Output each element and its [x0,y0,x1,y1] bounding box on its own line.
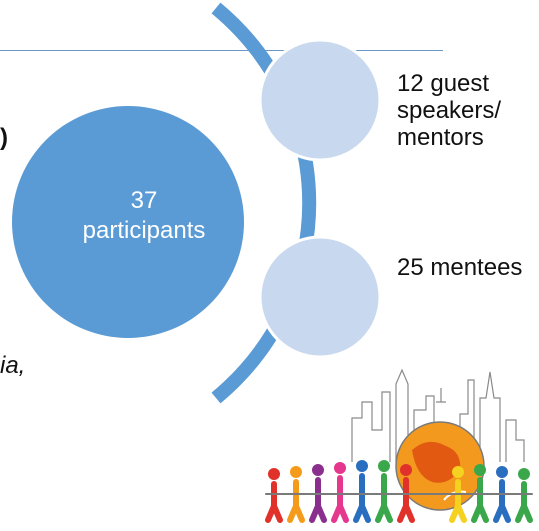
clipped-italic-text: ia, [0,352,26,379]
participants-word: participants [82,217,206,244]
participants-circle-label: 37 participants [36,186,252,246]
header-rule [0,50,443,51]
connector-arc [211,2,317,404]
mentees-label: 25 mentees [397,254,523,281]
people-chain-globe-logo [265,368,533,523]
speakers-node [258,38,382,162]
participants-count: 37 [130,187,158,214]
clipped-paren: ) [0,124,8,151]
participants-circle [12,106,244,338]
speakers-label: 12 guest speakers/ mentors [397,70,502,151]
mentees-node [258,235,382,359]
